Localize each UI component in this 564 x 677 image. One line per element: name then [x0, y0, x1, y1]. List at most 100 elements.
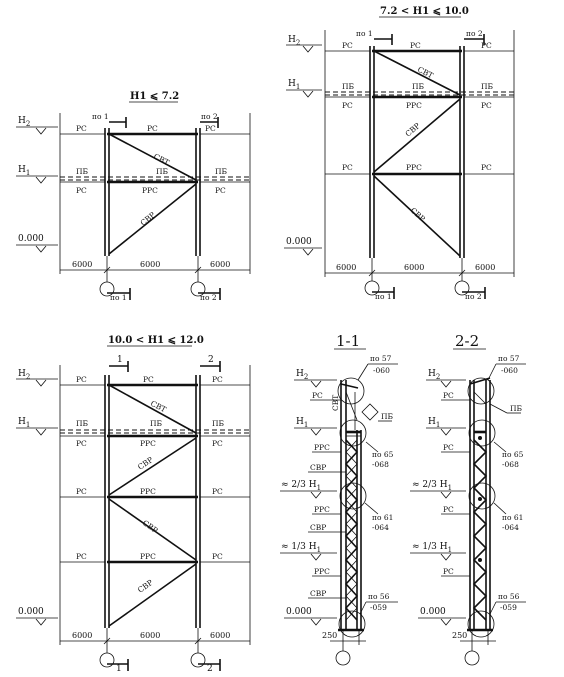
panel-title: H1 ⩽ 7.2	[130, 91, 179, 102]
dim-bay: 6000	[475, 263, 495, 272]
ref-a2: -060	[373, 366, 390, 375]
label-svr: СВР	[136, 455, 155, 472]
axis-bubble	[464, 650, 480, 666]
label-svt: СВТ	[331, 395, 340, 411]
panel-h1-7-2-to-10: 7.2 < H1 ⩽ 10.0 РС РС РС СВТ ПБ ПБ ПБ РС…	[284, 6, 515, 301]
dim-bay: 6000	[404, 263, 424, 272]
level-h2: H2	[18, 116, 30, 128]
axis-bubble	[99, 652, 115, 668]
label-rrs: РРС	[406, 163, 422, 172]
axis-bubble	[190, 281, 206, 297]
label-svr: СВР	[310, 589, 326, 598]
section-mark-2: 2	[208, 355, 214, 365]
label-rs: РС	[481, 101, 492, 110]
ref-b2: -068	[372, 460, 389, 469]
label-rrs: РРС	[314, 505, 330, 514]
label-rs: РС	[481, 163, 492, 172]
detail-circle	[337, 377, 365, 405]
label-rs: РС	[143, 375, 154, 384]
label-pb: ПБ	[76, 167, 89, 176]
ref-c: по 61	[372, 513, 393, 522]
level-h2: H2	[296, 369, 308, 381]
section-title: 2-2	[455, 332, 479, 350]
ref-a2: -060	[501, 366, 518, 375]
detail-circle	[467, 610, 495, 638]
label-rs: РС	[76, 186, 87, 195]
dim-250: 250	[322, 631, 337, 640]
section-mark-1: 1	[116, 664, 122, 674]
section-title: 1-1	[336, 332, 360, 350]
section-ref-po2: по 2	[201, 112, 218, 121]
label-rs: РС	[410, 41, 421, 50]
label-pb: ПБ	[342, 82, 355, 91]
level-h1: H1	[288, 79, 300, 91]
detail-circle	[467, 377, 495, 405]
detail-circle	[468, 482, 496, 510]
dim-bay: 6000	[210, 260, 230, 269]
ref-d: по 56	[368, 592, 390, 601]
dim-250: 250	[452, 631, 467, 640]
label-svr: СВР	[136, 578, 155, 595]
ref-b2: -068	[502, 460, 519, 469]
section-ref-po2: по 2	[466, 29, 483, 38]
axis-bubble	[364, 280, 380, 296]
label-rs: РС	[312, 391, 323, 400]
label-rs: РС	[212, 439, 223, 448]
level-one-third-h1: ≈ 1/3 H1	[281, 542, 321, 554]
label-svr: СВР	[310, 523, 326, 532]
label-rs: РС	[342, 101, 353, 110]
ref-d2: -059	[370, 603, 387, 612]
detail-circle	[339, 482, 367, 510]
label-pb: ПБ	[412, 82, 425, 91]
level-h1: H1	[428, 417, 440, 429]
label-rs: РС	[205, 124, 216, 133]
label-pb: ПБ	[150, 419, 163, 428]
detail-circle	[468, 419, 496, 447]
label-pb: ПБ	[481, 82, 494, 91]
panel-title: 10.0 < H1 ⩽ 12.0	[108, 335, 204, 346]
label-svr: СВР	[409, 206, 427, 224]
level-h2: H2	[428, 369, 440, 381]
level-zero: 0.000	[18, 607, 44, 617]
label-pb: ПБ	[156, 167, 169, 176]
label-rrs: РРС	[140, 552, 156, 561]
ref-c: по 61	[502, 513, 523, 522]
section-ref-po2: по 2	[465, 292, 482, 301]
ref-b: по 65	[502, 450, 524, 459]
label-rs: РС	[342, 41, 353, 50]
label-rs: РС	[76, 124, 87, 133]
label-rrs: РРС	[406, 101, 422, 110]
label-rs: РС	[443, 567, 454, 576]
axis-bubble	[454, 280, 470, 296]
level-h1: H1	[18, 165, 30, 177]
ref-b: по 65	[372, 450, 394, 459]
level-zero: 0.000	[286, 237, 312, 247]
level-h1: H1	[296, 417, 308, 429]
dim-bay: 6000	[210, 631, 230, 640]
panel-h1-up-to-7-2: H1 ⩽ 7.2 РС РС РС СВТ ПБ ПБ ПБ РС РРС РС…	[16, 91, 251, 302]
dim-bay: 6000	[72, 631, 92, 640]
label-rs: РС	[76, 375, 87, 384]
panel-title: 7.2 < H1 ⩽ 10.0	[380, 6, 469, 17]
ref-c2: -064	[502, 523, 519, 532]
label-rrs: РРС	[314, 443, 330, 452]
label-rrs: РРС	[314, 567, 330, 576]
label-rrs: РРС	[140, 487, 156, 496]
label-rs: РС	[147, 124, 158, 133]
level-h1: H1	[18, 417, 30, 429]
dim-bay: 6000	[140, 631, 160, 640]
ref-a: по 57	[498, 354, 520, 363]
label-rrs: РРС	[142, 186, 158, 195]
ref-a: по 57	[370, 354, 392, 363]
detail-circle	[339, 419, 367, 447]
section-2-2: 2-2 по 57 -060 ПБ по 65 -068 по 61 -064 …	[410, 332, 526, 666]
panel-h1-10-to-12: 10.0 < H1 ⩽ 12.0 РС РС РС СВТ ПБ ПБ ПБ	[16, 335, 251, 674]
level-two-thirds-h1: ≈ 2/3 H1	[412, 480, 452, 492]
label-pb: ПБ	[215, 167, 228, 176]
ref-d2: -059	[500, 603, 517, 612]
ref-d: по 56	[498, 592, 520, 601]
label-pb: ПБ	[76, 419, 89, 428]
label-rs: РС	[443, 443, 454, 452]
label-rs: РС	[212, 552, 223, 561]
